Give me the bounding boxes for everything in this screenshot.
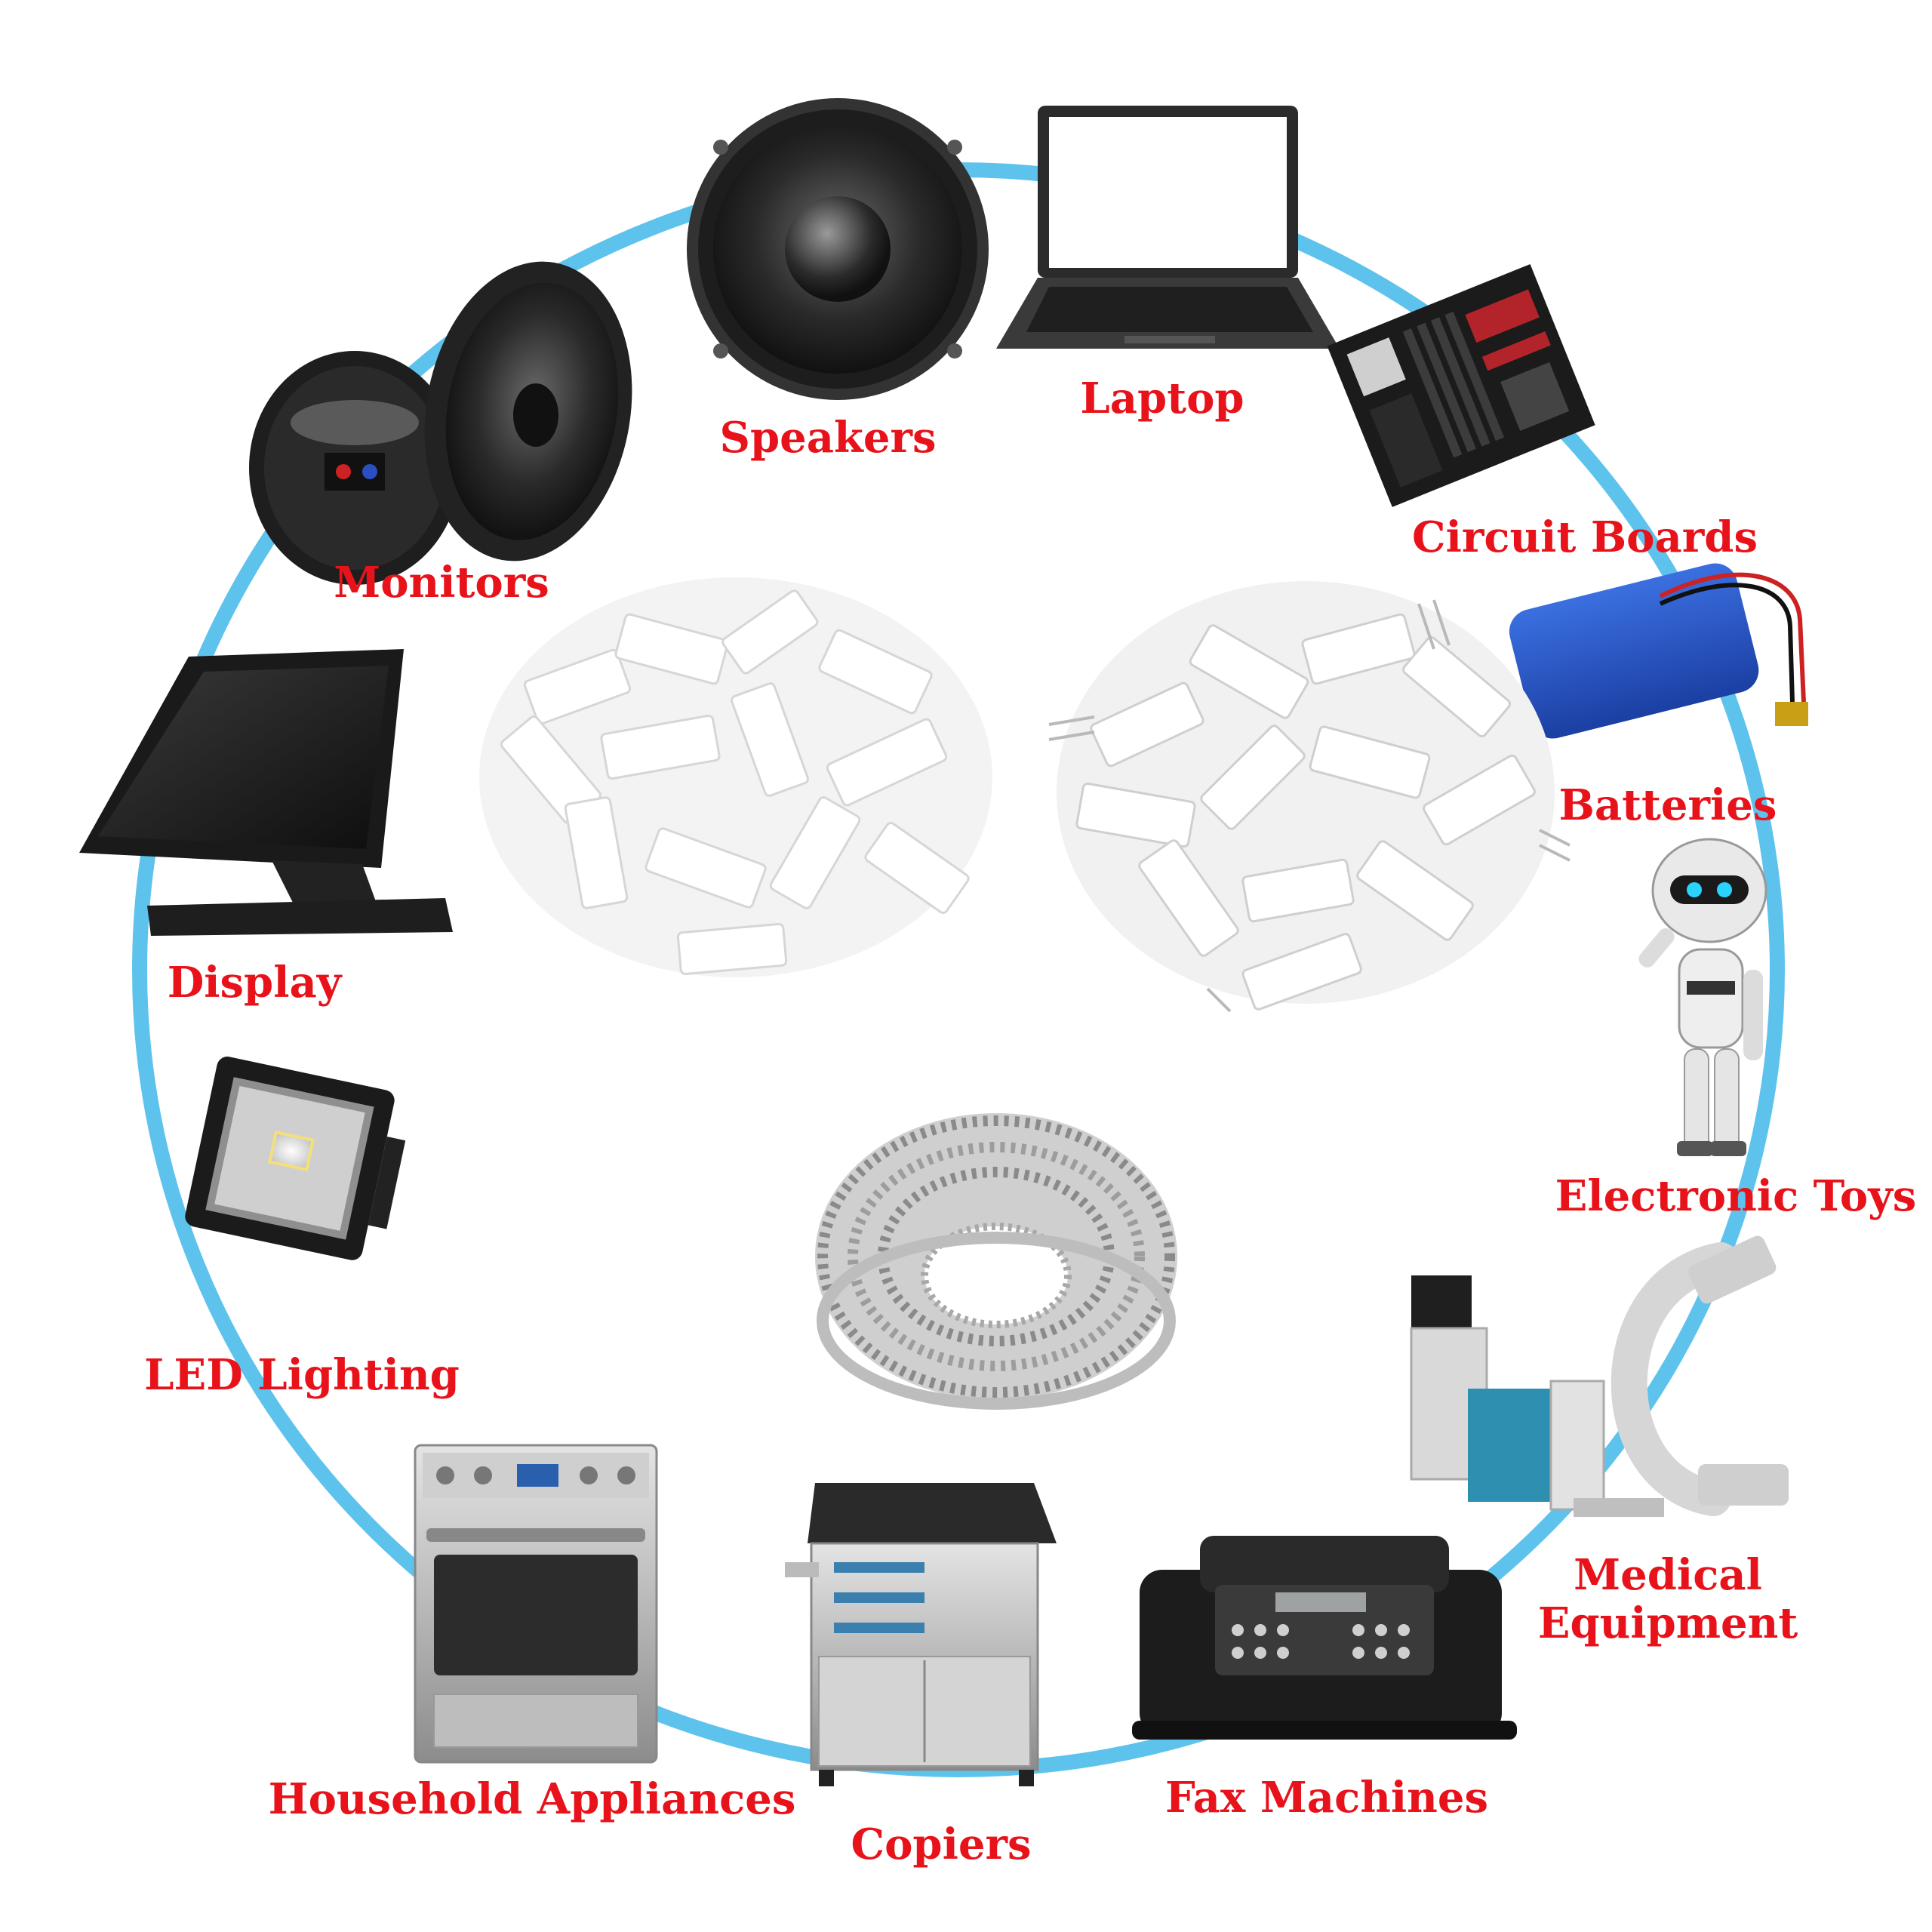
copier-icon [785,1483,1057,1786]
label-electronic-toys: Electronic Toys [1555,1171,1917,1221]
label-speakers: Speakers [719,413,937,463]
label-copiers: Copiers [851,1820,1032,1869]
fax-machine-icon [1132,1536,1517,1740]
label-batteries: Batteries [1558,780,1777,830]
battery-pack-icon [1509,563,1808,739]
circuit-board-icon [1327,263,1595,507]
robot-toy-icon [1638,838,1767,1156]
loudspeaker-driver-icon [249,261,632,585]
pin-headers-pile-icon [1048,581,1571,1013]
laptop-icon [996,106,1340,349]
touch-display-icon [79,649,453,936]
label-medical-equipment: Medical Equipment [1538,1551,1798,1648]
label-circuit-boards: Circuit Boards [1412,512,1758,562]
label-household-appliances: Household Appliances [268,1774,796,1824]
label-fax-machines: Fax Machines [1164,1773,1489,1823]
oven-icon [414,1444,658,1764]
led-floodlight-icon [185,1057,406,1260]
label-monitors: Monitors [334,558,549,608]
crimp-terminal-reel-icon [815,1113,1177,1410]
label-medical-line1: Medical [1574,1550,1762,1600]
label-medical-line2: Equipment [1537,1598,1798,1649]
label-laptop: Laptop [1080,374,1244,423]
speaker-icon [687,98,989,400]
label-display: Display [167,958,342,1008]
medical-c-arm-icon [1410,1235,1789,1517]
connector-housings-pile-icon [479,577,992,977]
label-led-lighting: LED Lighting [144,1350,460,1400]
